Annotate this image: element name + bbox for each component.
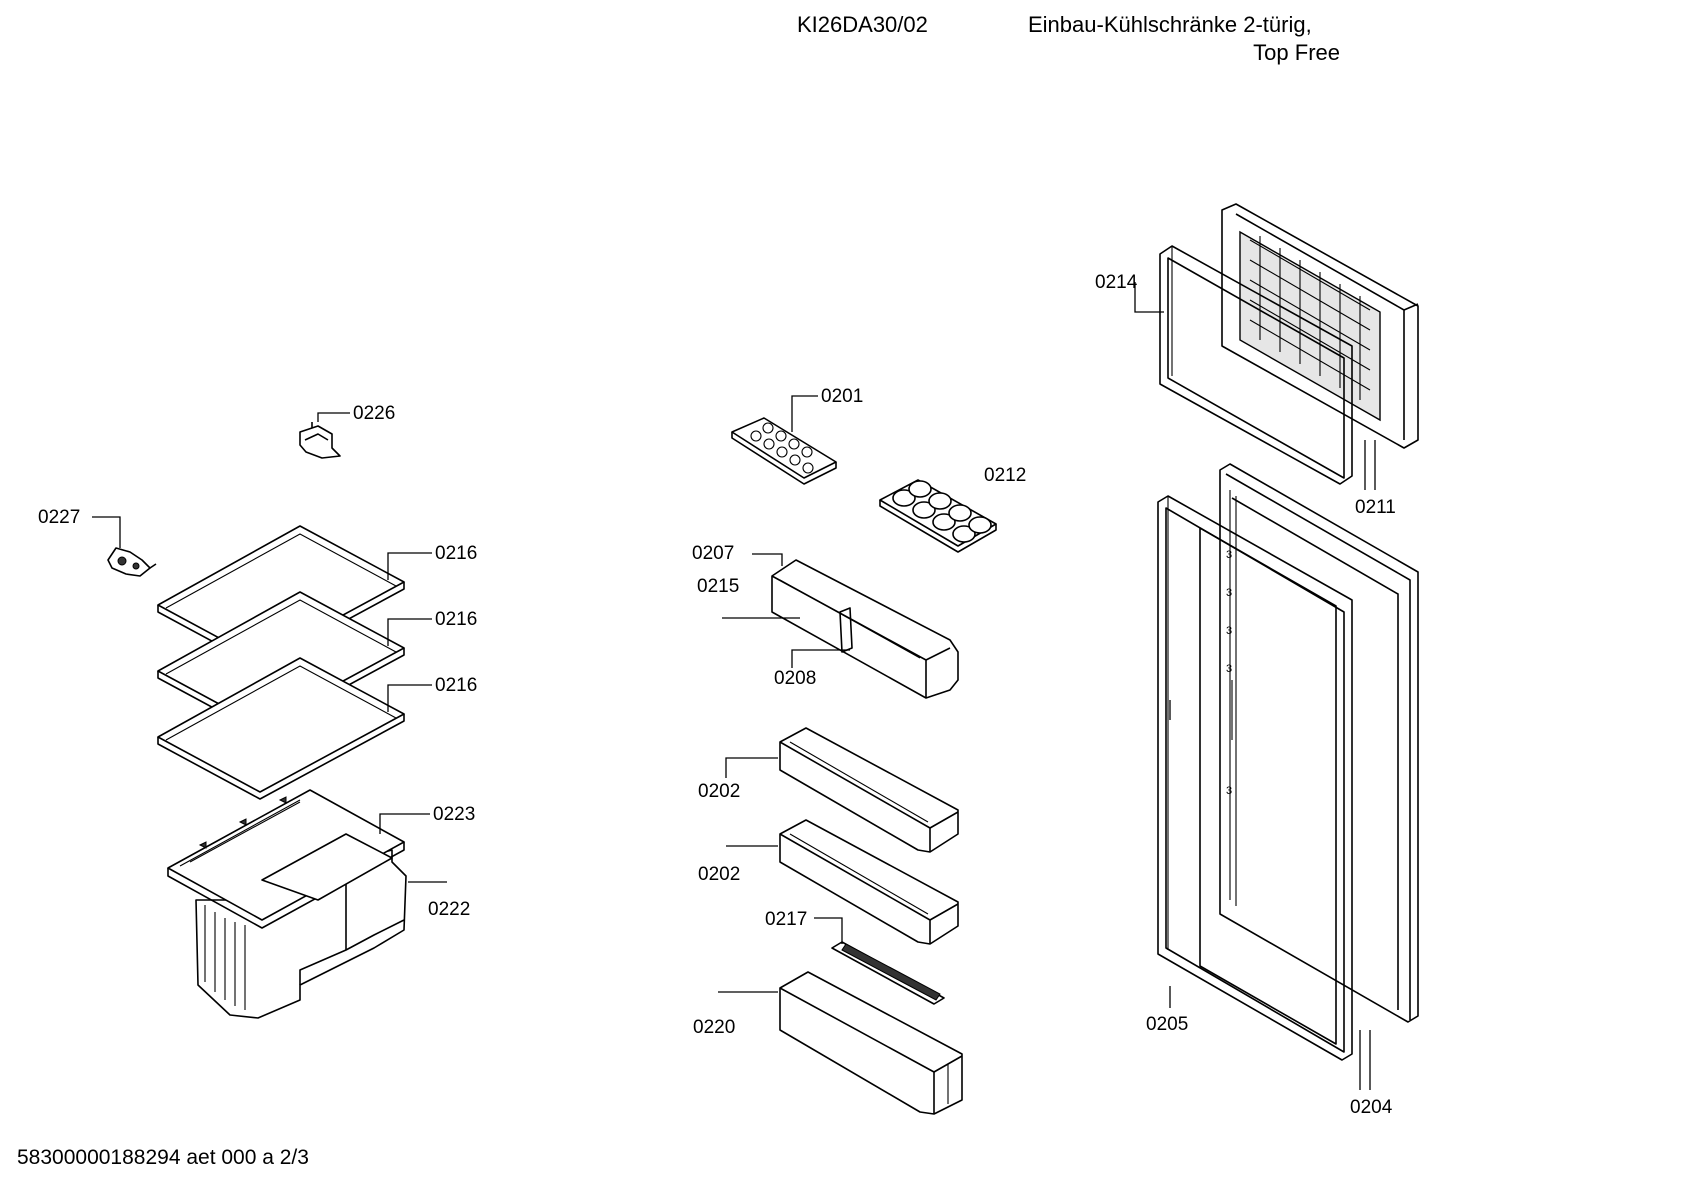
label-0214: 0214 (1095, 272, 1138, 293)
label-0226: 0226 (353, 403, 395, 424)
label-0211: 0211 (1355, 497, 1396, 518)
svg-text:3: 3 (1226, 625, 1232, 637)
ice-cube-tray (731, 417, 837, 485)
door-shelf-upper (779, 727, 959, 853)
label-0204: 0204 (1350, 1097, 1393, 1118)
part-0227-fitting (107, 547, 157, 577)
svg-text:3: 3 (1226, 549, 1232, 561)
label-0216-1: 0216 (435, 543, 477, 564)
fridge-door-gasket (1157, 495, 1353, 1061)
fridge-door-panel: 3 3 3 3 3 (1219, 463, 1419, 1023)
label-0216-3: 0216 (435, 675, 477, 696)
label-0212: 0212 (984, 465, 1026, 486)
label-0202-1: 0202 (698, 781, 740, 802)
model-number: KI26DA30/02 (797, 12, 928, 37)
door-shelf-lower (779, 819, 959, 945)
label-0216-2: 0216 (435, 609, 477, 630)
label-0217: 0217 (765, 909, 807, 930)
crisper-cover (167, 789, 405, 929)
label-0208: 0208 (774, 668, 816, 689)
label-0222: 0222 (428, 899, 470, 920)
bottle-divider (831, 941, 945, 1005)
label-0201: 0201 (821, 386, 863, 407)
svg-text:3: 3 (1226, 663, 1232, 675)
butter-compartment (771, 559, 959, 699)
label-0227: 0227 (38, 507, 80, 528)
title-line-1: Einbau-Kühlschränke 2-türig, (1028, 12, 1312, 37)
label-0215: 0215 (697, 576, 739, 597)
label-0207: 0207 (692, 543, 734, 564)
freezer-door-panel (1221, 203, 1419, 449)
part-0226-clip (299, 422, 341, 459)
svg-text:3: 3 (1226, 785, 1232, 797)
label-0202-2: 0202 (698, 864, 740, 885)
egg-tray (879, 479, 997, 553)
bottle-shelf (779, 971, 963, 1115)
title-line-2: Top Free (1253, 40, 1340, 65)
freezer-door-gasket (1159, 245, 1353, 485)
label-0220: 0220 (693, 1017, 735, 1038)
svg-text:3: 3 (1226, 587, 1232, 599)
document-footer: 58300000188294 aet 000 a 2/3 (17, 1146, 309, 1169)
glass-shelf-bottom (157, 657, 405, 800)
label-0223: 0223 (433, 804, 475, 825)
label-0205: 0205 (1146, 1014, 1188, 1035)
